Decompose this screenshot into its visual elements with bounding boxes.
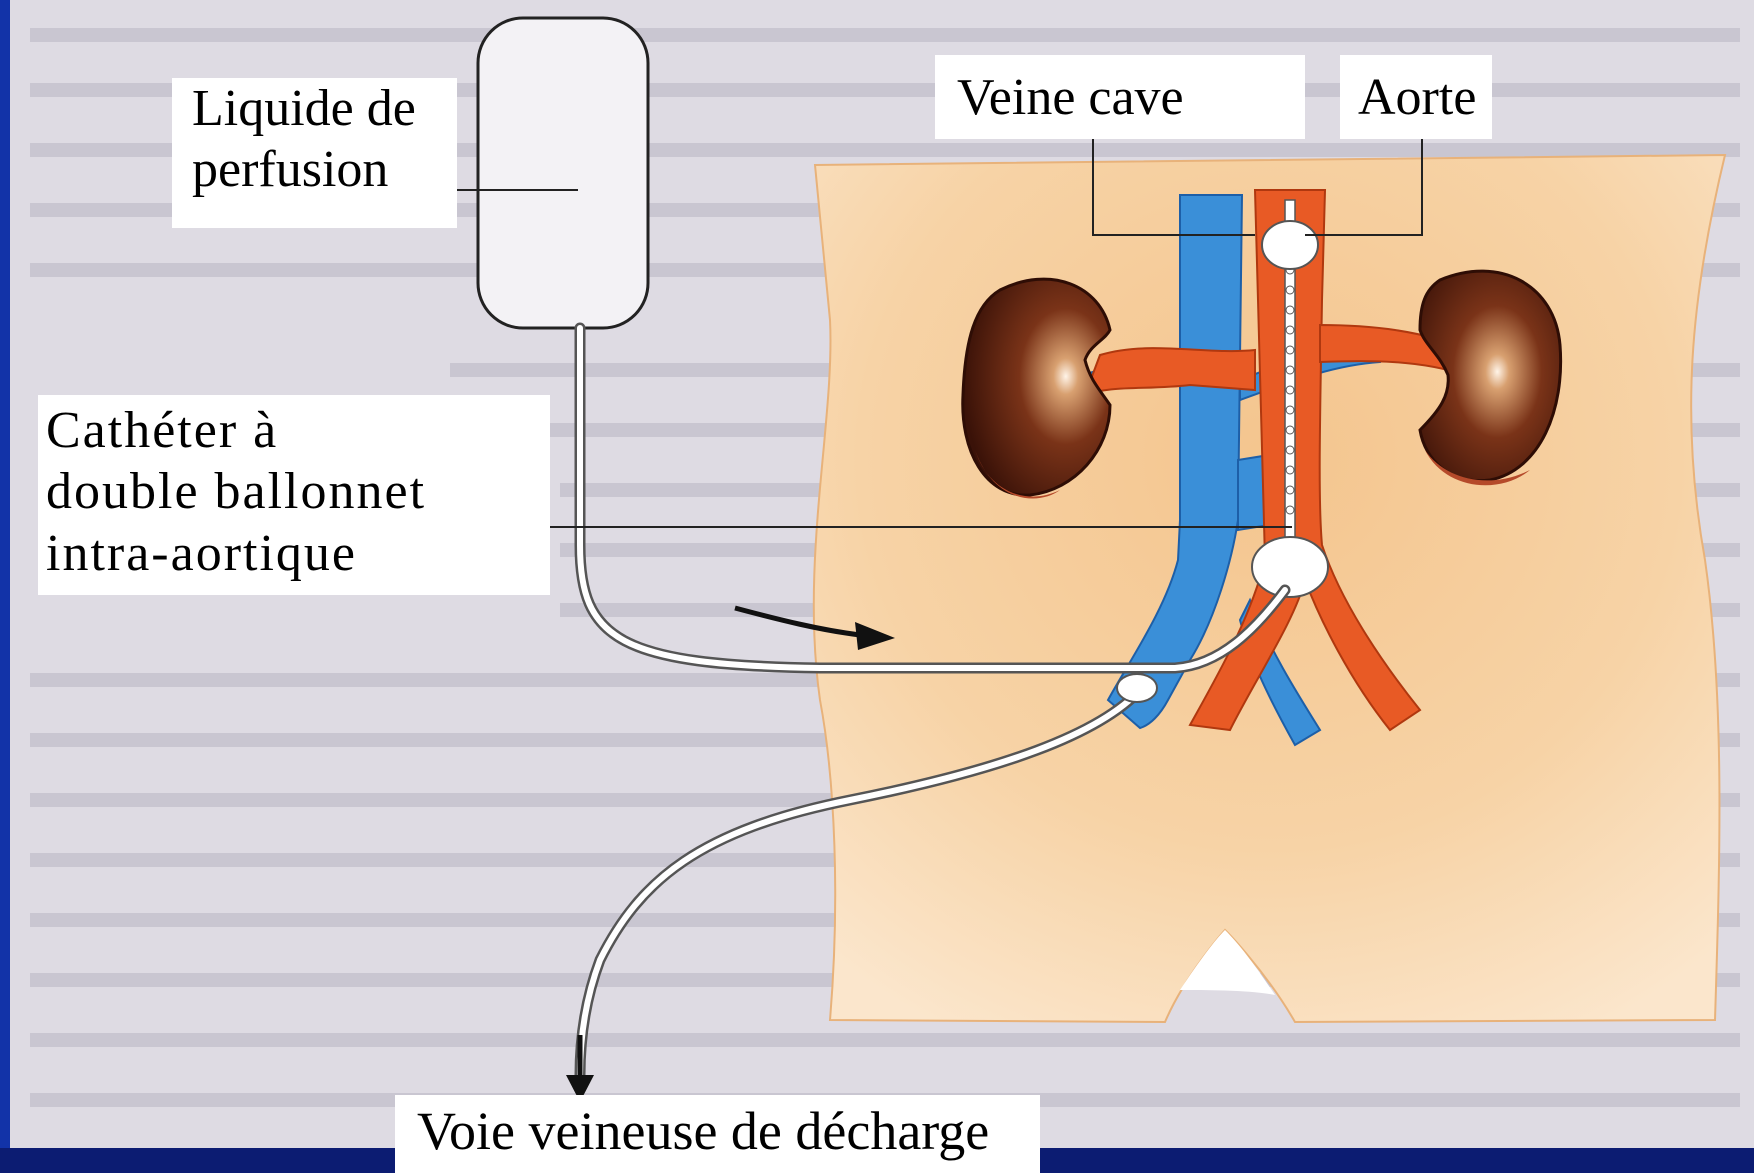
upper-balloon	[1262, 221, 1318, 269]
label-catheter-line1: Cathéter à	[46, 400, 550, 461]
label-catheter-line3: intra-aortique	[46, 523, 550, 584]
drainage-entry-balloon	[1117, 674, 1157, 702]
perfusion-bag	[478, 18, 648, 328]
label-catheter-line2: double ballonnet	[46, 461, 550, 522]
label-voie-veineuse: Voie veineuse de décharge	[395, 1095, 1040, 1173]
label-veine-cave: Veine cave	[935, 55, 1305, 139]
label-aorte: Aorte	[1340, 55, 1492, 139]
label-catheter: Cathéter à double ballonnet intra-aortiq…	[38, 395, 550, 595]
label-liquide-line2: perfusion	[192, 139, 457, 200]
label-liquide-de-perfusion: Liquide de perfusion	[172, 78, 457, 228]
label-liquide-line1: Liquide de	[192, 78, 457, 139]
kidney-left	[963, 279, 1110, 495]
